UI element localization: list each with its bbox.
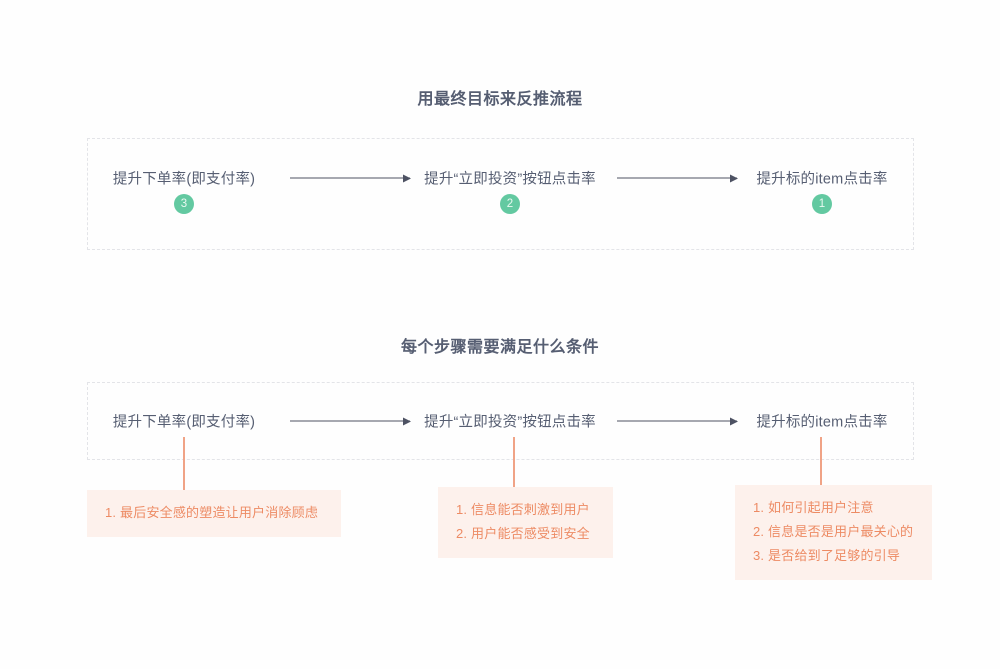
- flow-node-badge-3: 1: [812, 194, 832, 214]
- condition-item: 1. 如何引起用户注意: [753, 500, 874, 515]
- condition-card-1: 1. 最后安全感的塑造让用户消除顾虑: [87, 490, 341, 537]
- condition-item: 3. 是否给到了足够的引导: [753, 548, 901, 563]
- flow-area-goal-reverse: [87, 138, 914, 250]
- section-title-goal-reverse-flow: 用最终目标来反推流程: [417, 91, 583, 108]
- flow-node-label-1: 提升下单率(即支付率): [112, 171, 256, 188]
- arrow-right-icon-2: [617, 177, 737, 179]
- flow-node-label-2: 提升“立即投资”按钮点击率: [424, 171, 596, 188]
- flow-area-step-conditions: [87, 382, 914, 460]
- condition-item: 1. 最后安全感的塑造让用户消除顾虑: [105, 505, 319, 520]
- condition-card-2: 1. 信息能否刺激到用户 2. 用户能否感受到安全: [438, 487, 613, 558]
- connector-stem-3: [820, 437, 822, 485]
- flow-node-label-3: 提升标的item点击率: [756, 171, 888, 188]
- condition-node-label-3: 提升标的item点击率: [756, 414, 888, 431]
- arrow-right-icon-4: [617, 420, 737, 422]
- section-title-step-conditions: 每个步骤需要满足什么条件: [400, 339, 599, 356]
- connector-stem-1: [183, 437, 185, 490]
- condition-node-label-2: 提升“立即投资”按钮点击率: [424, 414, 596, 431]
- condition-card-3: 1. 如何引起用户注意 2. 信息是否是用户最关心的 3. 是否给到了足够的引导: [735, 485, 932, 580]
- condition-node-label-1: 提升下单率(即支付率): [112, 414, 256, 431]
- arrow-right-icon-1: [290, 177, 410, 179]
- condition-item: 2. 用户能否感受到安全: [456, 526, 590, 541]
- arrow-right-icon-3: [290, 420, 410, 422]
- flow-node-badge-2: 2: [500, 194, 520, 214]
- condition-item: 2. 信息是否是用户最关心的: [753, 524, 914, 539]
- flow-node-badge-1: 3: [174, 194, 194, 214]
- connector-stem-2: [513, 437, 515, 487]
- condition-item: 1. 信息能否刺激到用户: [456, 502, 590, 517]
